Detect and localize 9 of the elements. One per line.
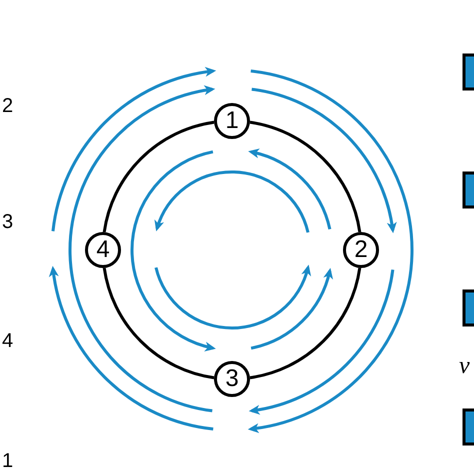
row-number: 4 bbox=[2, 331, 14, 351]
ring-line bbox=[102, 120, 214, 232]
ring-line bbox=[250, 120, 362, 232]
row-number: 1 bbox=[2, 451, 14, 471]
variable-label: v bbox=[459, 354, 470, 378]
ring-line bbox=[102, 268, 214, 380]
row-number: 3 bbox=[2, 212, 14, 232]
row-number: 2 bbox=[2, 96, 14, 116]
ring-line bbox=[250, 268, 362, 380]
